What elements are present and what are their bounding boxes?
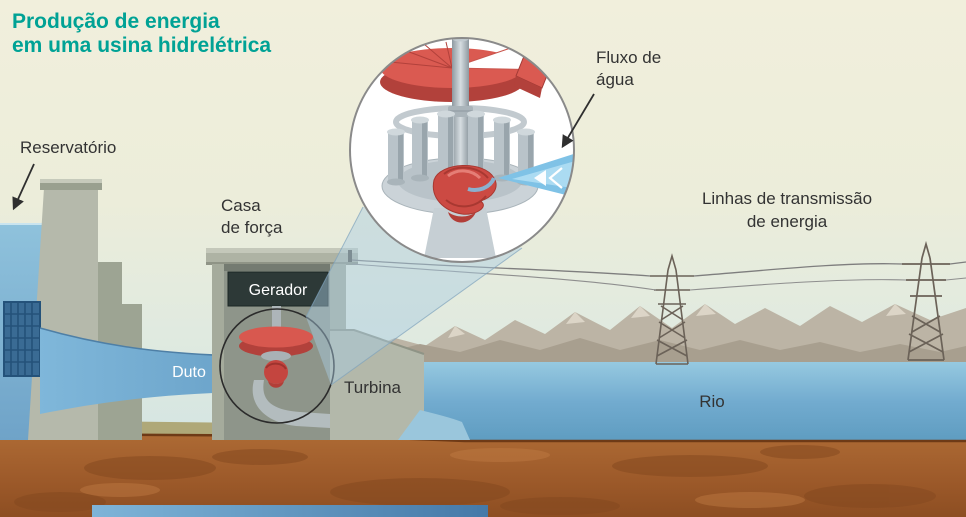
beam-edges <box>305 206 523 386</box>
grate-vertical-bars <box>10 302 33 376</box>
bottom-decor-bar <box>92 505 488 517</box>
intake-grate <box>3 301 41 377</box>
inset-content <box>380 38 574 258</box>
dam-crest-cap <box>40 179 102 183</box>
roof <box>206 253 358 264</box>
tailrace-outflow <box>398 410 470 440</box>
wire-attachment-pole <box>348 250 352 262</box>
tower-legs <box>907 240 945 361</box>
turbine-inset <box>349 37 575 263</box>
inset-column <box>437 110 455 180</box>
small-rotor-disc <box>239 326 313 348</box>
small-spacer <box>261 351 291 361</box>
mountain-front-ridge <box>340 338 966 366</box>
downstream-wall <box>330 330 424 440</box>
duct-label: Duto <box>172 364 206 381</box>
main-shaft <box>452 38 469 170</box>
tower-legs <box>655 253 689 365</box>
tower-bracing <box>908 315 944 361</box>
transmission-wires <box>348 250 966 291</box>
diagram-title-line1: Produção de energia <box>12 10 220 33</box>
magnifier-source-circle <box>219 308 335 424</box>
mountains <box>340 304 966 366</box>
water-jet-highlight <box>512 158 574 190</box>
transmission-label-line1: Linhas de transmissão <box>702 189 872 208</box>
inset-column <box>387 128 405 186</box>
downstream-wall-edge <box>330 329 425 355</box>
transmission-tower-1 <box>650 253 694 365</box>
inset-border <box>349 37 575 263</box>
jet-flow-arrow-icon <box>534 170 546 186</box>
earth-dark-patches <box>14 445 936 515</box>
reservoir-label: Reservatório <box>20 138 116 157</box>
roof-cap <box>206 248 358 253</box>
powerhouse-label-line2: de força <box>221 218 283 237</box>
river-label: Rio <box>699 392 725 411</box>
diagram-title-line2: em uma usina hidrelétrica <box>12 34 271 57</box>
transmission-label-line2: de energia <box>747 212 828 231</box>
right-wall <box>330 264 346 334</box>
earth <box>0 432 966 517</box>
shaft-top-flange <box>451 38 470 42</box>
inset-draft-tube <box>424 208 496 258</box>
powerhouse <box>206 248 470 440</box>
transmission-tower-2 <box>902 240 950 361</box>
reservoir-arrow-icon <box>12 163 35 211</box>
tower-crossarms <box>902 263 950 297</box>
small-shaft <box>272 306 281 330</box>
runner-highlight <box>447 169 482 180</box>
inset-column <box>411 116 429 182</box>
support-columns <box>387 110 535 186</box>
small-runner-cone <box>268 381 284 388</box>
water-flow-arrow-icon <box>561 93 595 149</box>
water-flow-label-line1: Fluxo de <box>596 48 661 67</box>
dam-crest <box>40 182 102 190</box>
inset-column <box>493 116 511 182</box>
tower-crossarms <box>650 275 694 305</box>
roof-shadow <box>206 262 358 265</box>
wire-top <box>351 259 966 277</box>
generator-box <box>227 271 329 307</box>
tower-bracing <box>656 305 688 365</box>
earth-light-patches <box>80 448 805 508</box>
generator-label: Gerador <box>249 282 308 299</box>
jet-swirl <box>467 177 496 192</box>
runner-cone <box>448 212 476 223</box>
rotor-radial-lines <box>389 41 453 69</box>
small-runner-swirl <box>265 362 287 370</box>
draft-tube <box>252 380 330 428</box>
turbine-label: Turbina <box>344 378 402 397</box>
left-wall <box>212 264 224 440</box>
grate-horizontal-bars <box>4 313 40 363</box>
runner-blade-lines <box>443 166 489 208</box>
powerhouse-label-line1: Casa <box>221 196 261 215</box>
water-flow-label-line2: água <box>596 70 634 89</box>
interior-top-shadow <box>224 264 330 271</box>
jet-flow-chevron-icon <box>548 167 563 189</box>
rotor-segment-piece-side <box>514 76 542 98</box>
wire-bottom <box>351 263 966 291</box>
